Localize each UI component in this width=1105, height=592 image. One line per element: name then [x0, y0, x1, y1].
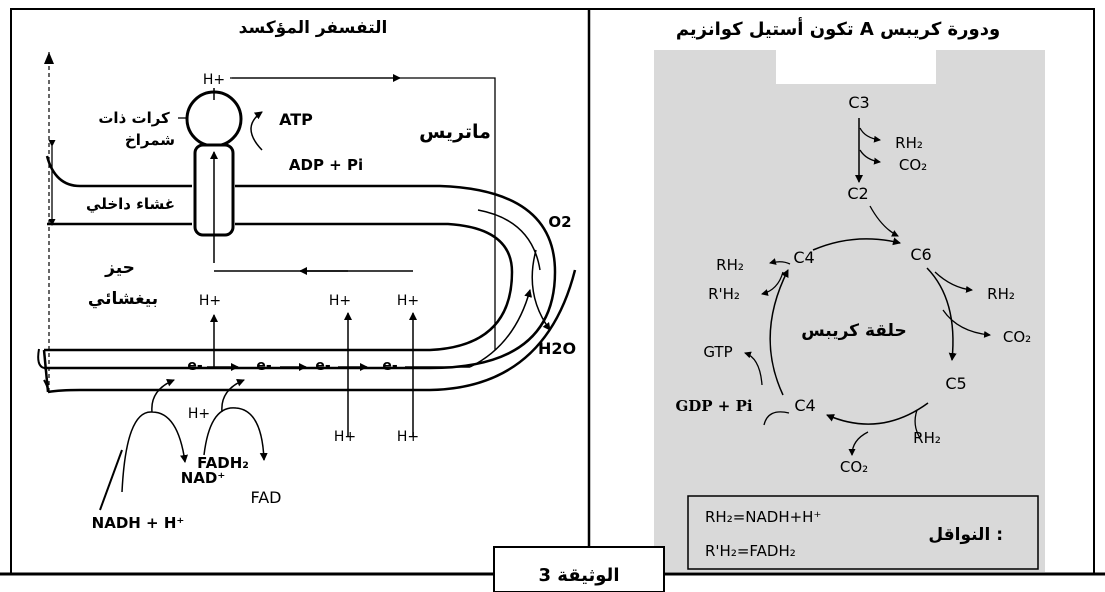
intermembrane-label: حيز بيغشائي [88, 258, 158, 309]
membrane-fold-outer [44, 184, 557, 370]
rh2-c5: RH₂ [913, 429, 941, 447]
krebs-panel: تكون أستيل كوانزيم A ودورة كريبس C3 RH₂ … [654, 17, 1045, 572]
carrier-1: RH₂=NADH+H⁺ [705, 508, 821, 526]
electron-1: e- [187, 358, 202, 374]
co2-top: CO₂ [899, 156, 927, 174]
krebs-cycle-ring-top [812, 237, 901, 251]
inner-membrane-label: غشاء داخلي [86, 195, 175, 213]
gdp-pi-label: GDP + Pi [675, 397, 752, 415]
h2o-label: H2O [538, 339, 576, 358]
nad-label: NAD⁺ [181, 469, 226, 487]
c2-label: C2 [847, 184, 868, 203]
atp-synthase-label: كرات ذات شمراخ [98, 109, 175, 149]
h-plus-bottom-3: H+ [397, 429, 419, 445]
inner-membrane-upper-outer-line [45, 155, 192, 188]
atp-label: ATP [279, 110, 313, 129]
electron-4: e- [382, 358, 397, 374]
krebs-grey-panel [654, 50, 1045, 572]
adp-pi-label: ADP + Pi [289, 156, 363, 174]
fad-label: FAD [251, 488, 282, 507]
atp-synthase [178, 88, 243, 263]
c5-label: C5 [945, 374, 966, 393]
electron-3: e- [315, 358, 330, 374]
h-plus-flow-arrow [232, 77, 496, 350]
c4-bottom-label: C4 [794, 396, 815, 415]
c6-label: C6 [910, 245, 931, 264]
document-caption: الوثيقة 3 [493, 546, 665, 592]
rprime-h2-c4: R'H₂ [708, 285, 740, 303]
carrier-2: R'H₂=FADH₂ [705, 542, 796, 560]
rh2-c4: RH₂ [716, 256, 744, 274]
h-plus-bottom-1: H+ [188, 406, 210, 422]
krebs-cycle-label: حلقة كريبس [801, 321, 906, 341]
matrix-label: ماتريس [419, 121, 491, 143]
rh2-c6: RH₂ [987, 285, 1015, 303]
co2-c6: CO₂ [1003, 328, 1031, 346]
membrane-fold-inner [44, 222, 514, 352]
carriers-box [687, 495, 1039, 570]
h-plus-ims-1: H+ [199, 293, 221, 309]
krebs-title: تكون أستيل كوانزيم A ودورة كريبس [676, 17, 1000, 40]
nadh-label: NADH + H⁺ [92, 514, 185, 532]
c3-label: C3 [848, 93, 869, 112]
co2-c5: CO₂ [840, 458, 868, 476]
h-plus-ims-3: H+ [397, 293, 419, 309]
electron-2: e- [256, 358, 271, 374]
oxidative-phosphorylation-panel: التفسفر المؤكسد H+ ATP ADP + Pi [37, 18, 577, 532]
o2-label: O2 [548, 213, 571, 231]
h-plus-ims-2: H+ [329, 293, 351, 309]
gtp-label: GTP [703, 343, 732, 361]
fadh2-label: FADH₂ [197, 454, 249, 472]
c4-top-label: C4 [793, 248, 814, 267]
caption-text: الوثيقة 3 [539, 565, 620, 586]
h-plus-top: H+ [203, 72, 225, 88]
rh2-top: RH₂ [895, 134, 923, 152]
ox-phos-title: التفسفر المؤكسد [239, 18, 388, 38]
carriers-label: النواقل : [928, 525, 1003, 545]
h-plus-bottom-2: H+ [334, 429, 356, 445]
